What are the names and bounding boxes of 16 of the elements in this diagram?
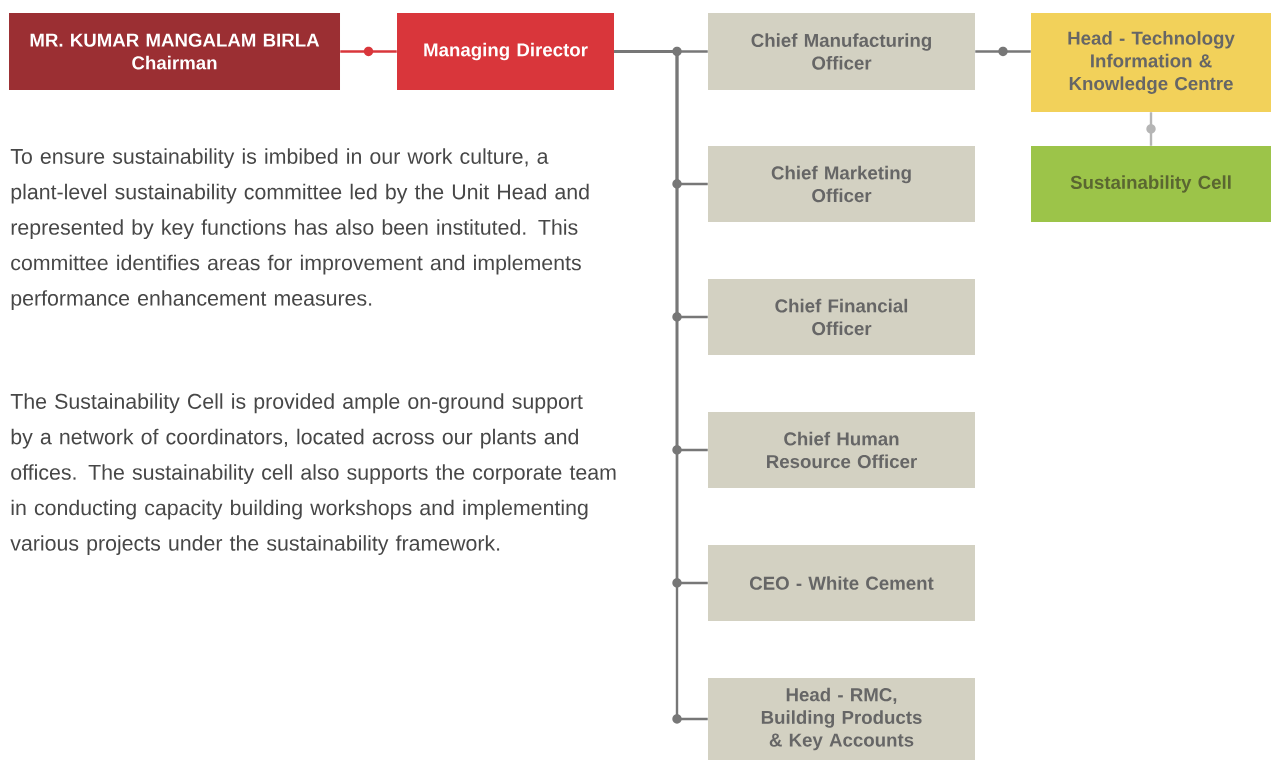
head-box: Head - Technology Information & Knowledge Centre xyxy=(1031,13,1271,112)
paragraph: The Sustainability Cell is provided ample on-ground support by a network of coordinators, located across our plants and offices. The sustainability cell also supports the corporate team in conducting capacity building workshops and implementing various projects under the sustainability framework. xyxy=(10,393,616,555)
connector-line xyxy=(340,46,397,57)
officer-box: CEO - White Cement xyxy=(708,545,975,621)
connector-line xyxy=(614,50,708,724)
officer-box: Chief Financial Officer xyxy=(708,279,975,355)
chairman-box: MR. KUMAR MANGALAM BIRLA Chairman xyxy=(9,13,340,90)
officer-box: Chief Human Resource Officer xyxy=(708,412,975,488)
officer-box: Head - RMC, Building Products & Key Accounts xyxy=(708,678,975,760)
cell-box: Sustainability Cell xyxy=(1031,146,1271,222)
connector-line xyxy=(1146,112,1156,146)
paragraph: To ensure sustainability is imbibed in our work culture, a plant-level sustainability committee led by the Unit Head and represented by key functions has also been instituted. This committee identifies areas for improvement and implements performance enhancement measures. xyxy=(10,148,589,310)
officer-box: Chief Marketing Officer xyxy=(708,146,975,222)
director-box: Managing Director xyxy=(397,13,614,90)
officer-box: Chief Manufacturing Officer xyxy=(708,13,975,90)
connector-line xyxy=(975,46,1031,57)
